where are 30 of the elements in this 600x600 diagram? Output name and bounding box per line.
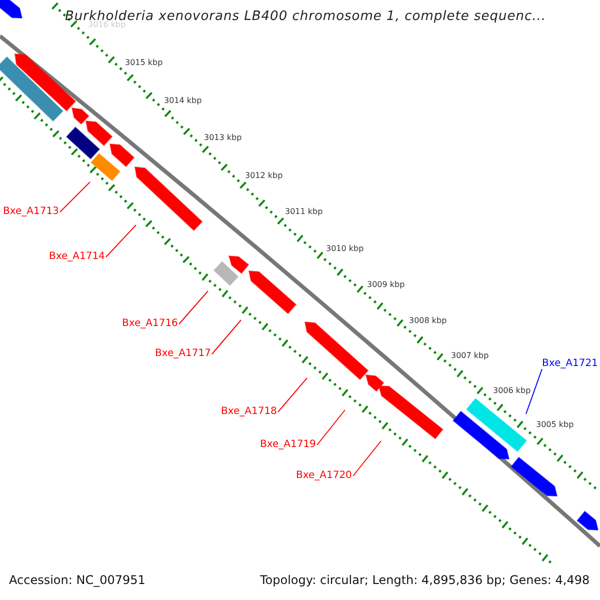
- title: Burkholderia xenovorans LB400 chromosome 1, complete sequenc...: [65, 10, 546, 23]
- gene-label: Bxe_A1719: [260, 440, 316, 450]
- gene-label: Bxe_A1713: [3, 207, 59, 217]
- gene-label: Bxe_A1717: [155, 349, 211, 359]
- gene-label: Bxe_A1716: [122, 319, 178, 329]
- scale-tick-label: 3011 kbp: [285, 208, 323, 216]
- scale-tick-label: 3009 kbp: [367, 281, 405, 289]
- leader-line: [106, 224, 136, 258]
- gene-label: Bxe_A1720: [296, 471, 352, 481]
- footer-text: Accession: NC_007951: [9, 574, 146, 586]
- scale-tick-label: 3008 kbp: [409, 317, 447, 325]
- gene-label: Bxe_A1714: [49, 252, 105, 262]
- gene-label: Bxe_A1718: [221, 407, 277, 417]
- leader-line: [178, 290, 208, 324]
- leader-line: [212, 320, 242, 354]
- scale-tick-label: 3006 kbp: [493, 387, 531, 395]
- leader-line: [278, 378, 308, 412]
- scale-tick-label: 3012 kbp: [245, 172, 283, 180]
- scale-tick-label: 3005 kbp: [536, 421, 574, 429]
- scale-tick-label: 3014 kbp: [164, 97, 202, 105]
- leader-line: [352, 440, 382, 476]
- scale-tick-label: 3007 kbp: [451, 352, 489, 360]
- leader-line: [316, 410, 346, 446]
- scale-tick-label: 3015 kbp: [125, 59, 163, 67]
- scale-tick-label: 3013 kbp: [204, 134, 242, 142]
- leader-line: [526, 368, 542, 414]
- gene-label: Bxe_A1721: [542, 359, 598, 369]
- leader-line: [60, 182, 90, 212]
- footer-text: Topology: circular; Length: 4,895,836 bp; Genes: 4,498: [260, 574, 590, 586]
- scale-tick-label: 3010 kbp: [326, 245, 364, 253]
